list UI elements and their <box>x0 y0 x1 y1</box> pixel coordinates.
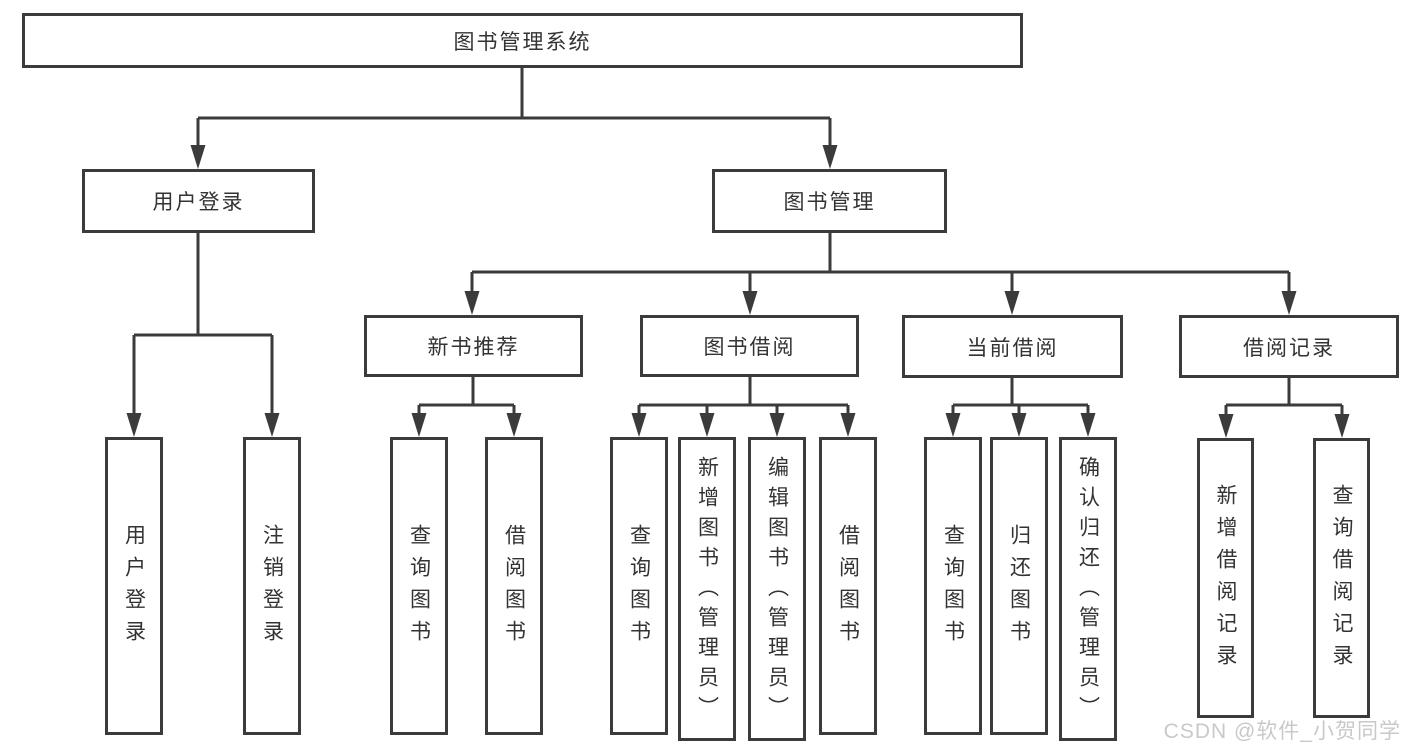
leaf-return-books: 归还图书 <box>990 437 1048 735</box>
leaf-edit-book-admin: 编辑图书（管理员） <box>748 437 806 741</box>
leaf-query-borrow-record: 查询借阅记录 <box>1313 438 1370 718</box>
leaf-borrow-books-borrowing: 借阅图书 <box>819 437 877 735</box>
leaf-add-book-admin: 新增图书（管理员） <box>678 437 736 741</box>
leaf-add-borrow-record: 新增借阅记录 <box>1197 438 1254 718</box>
node-borrowing-records: 借阅记录 <box>1179 315 1399 378</box>
csdn-watermark: CSDN @软件_小贺同学 <box>1163 720 1401 743</box>
leaf-logout: 注销登录 <box>243 437 301 735</box>
node-new-book-recommend: 新书推荐 <box>364 315 583 377</box>
node-current-borrowing: 当前借阅 <box>902 315 1123 378</box>
node-book-management: 图书管理 <box>712 169 947 233</box>
leaf-borrow-books-recommend: 借阅图书 <box>485 437 543 735</box>
node-book-borrowing: 图书借阅 <box>640 315 859 377</box>
root-node-library-management-system: 图书管理系统 <box>22 13 1023 68</box>
leaf-query-books-current: 查询图书 <box>924 437 982 735</box>
leaf-confirm-return-admin: 确认归还（管理员） <box>1059 437 1117 741</box>
leaf-user-login: 用户登录 <box>105 437 163 735</box>
leaf-query-books-borrowing: 查询图书 <box>610 437 668 735</box>
node-user-login: 用户登录 <box>82 169 315 233</box>
leaf-query-books-recommend: 查询图书 <box>390 437 448 735</box>
